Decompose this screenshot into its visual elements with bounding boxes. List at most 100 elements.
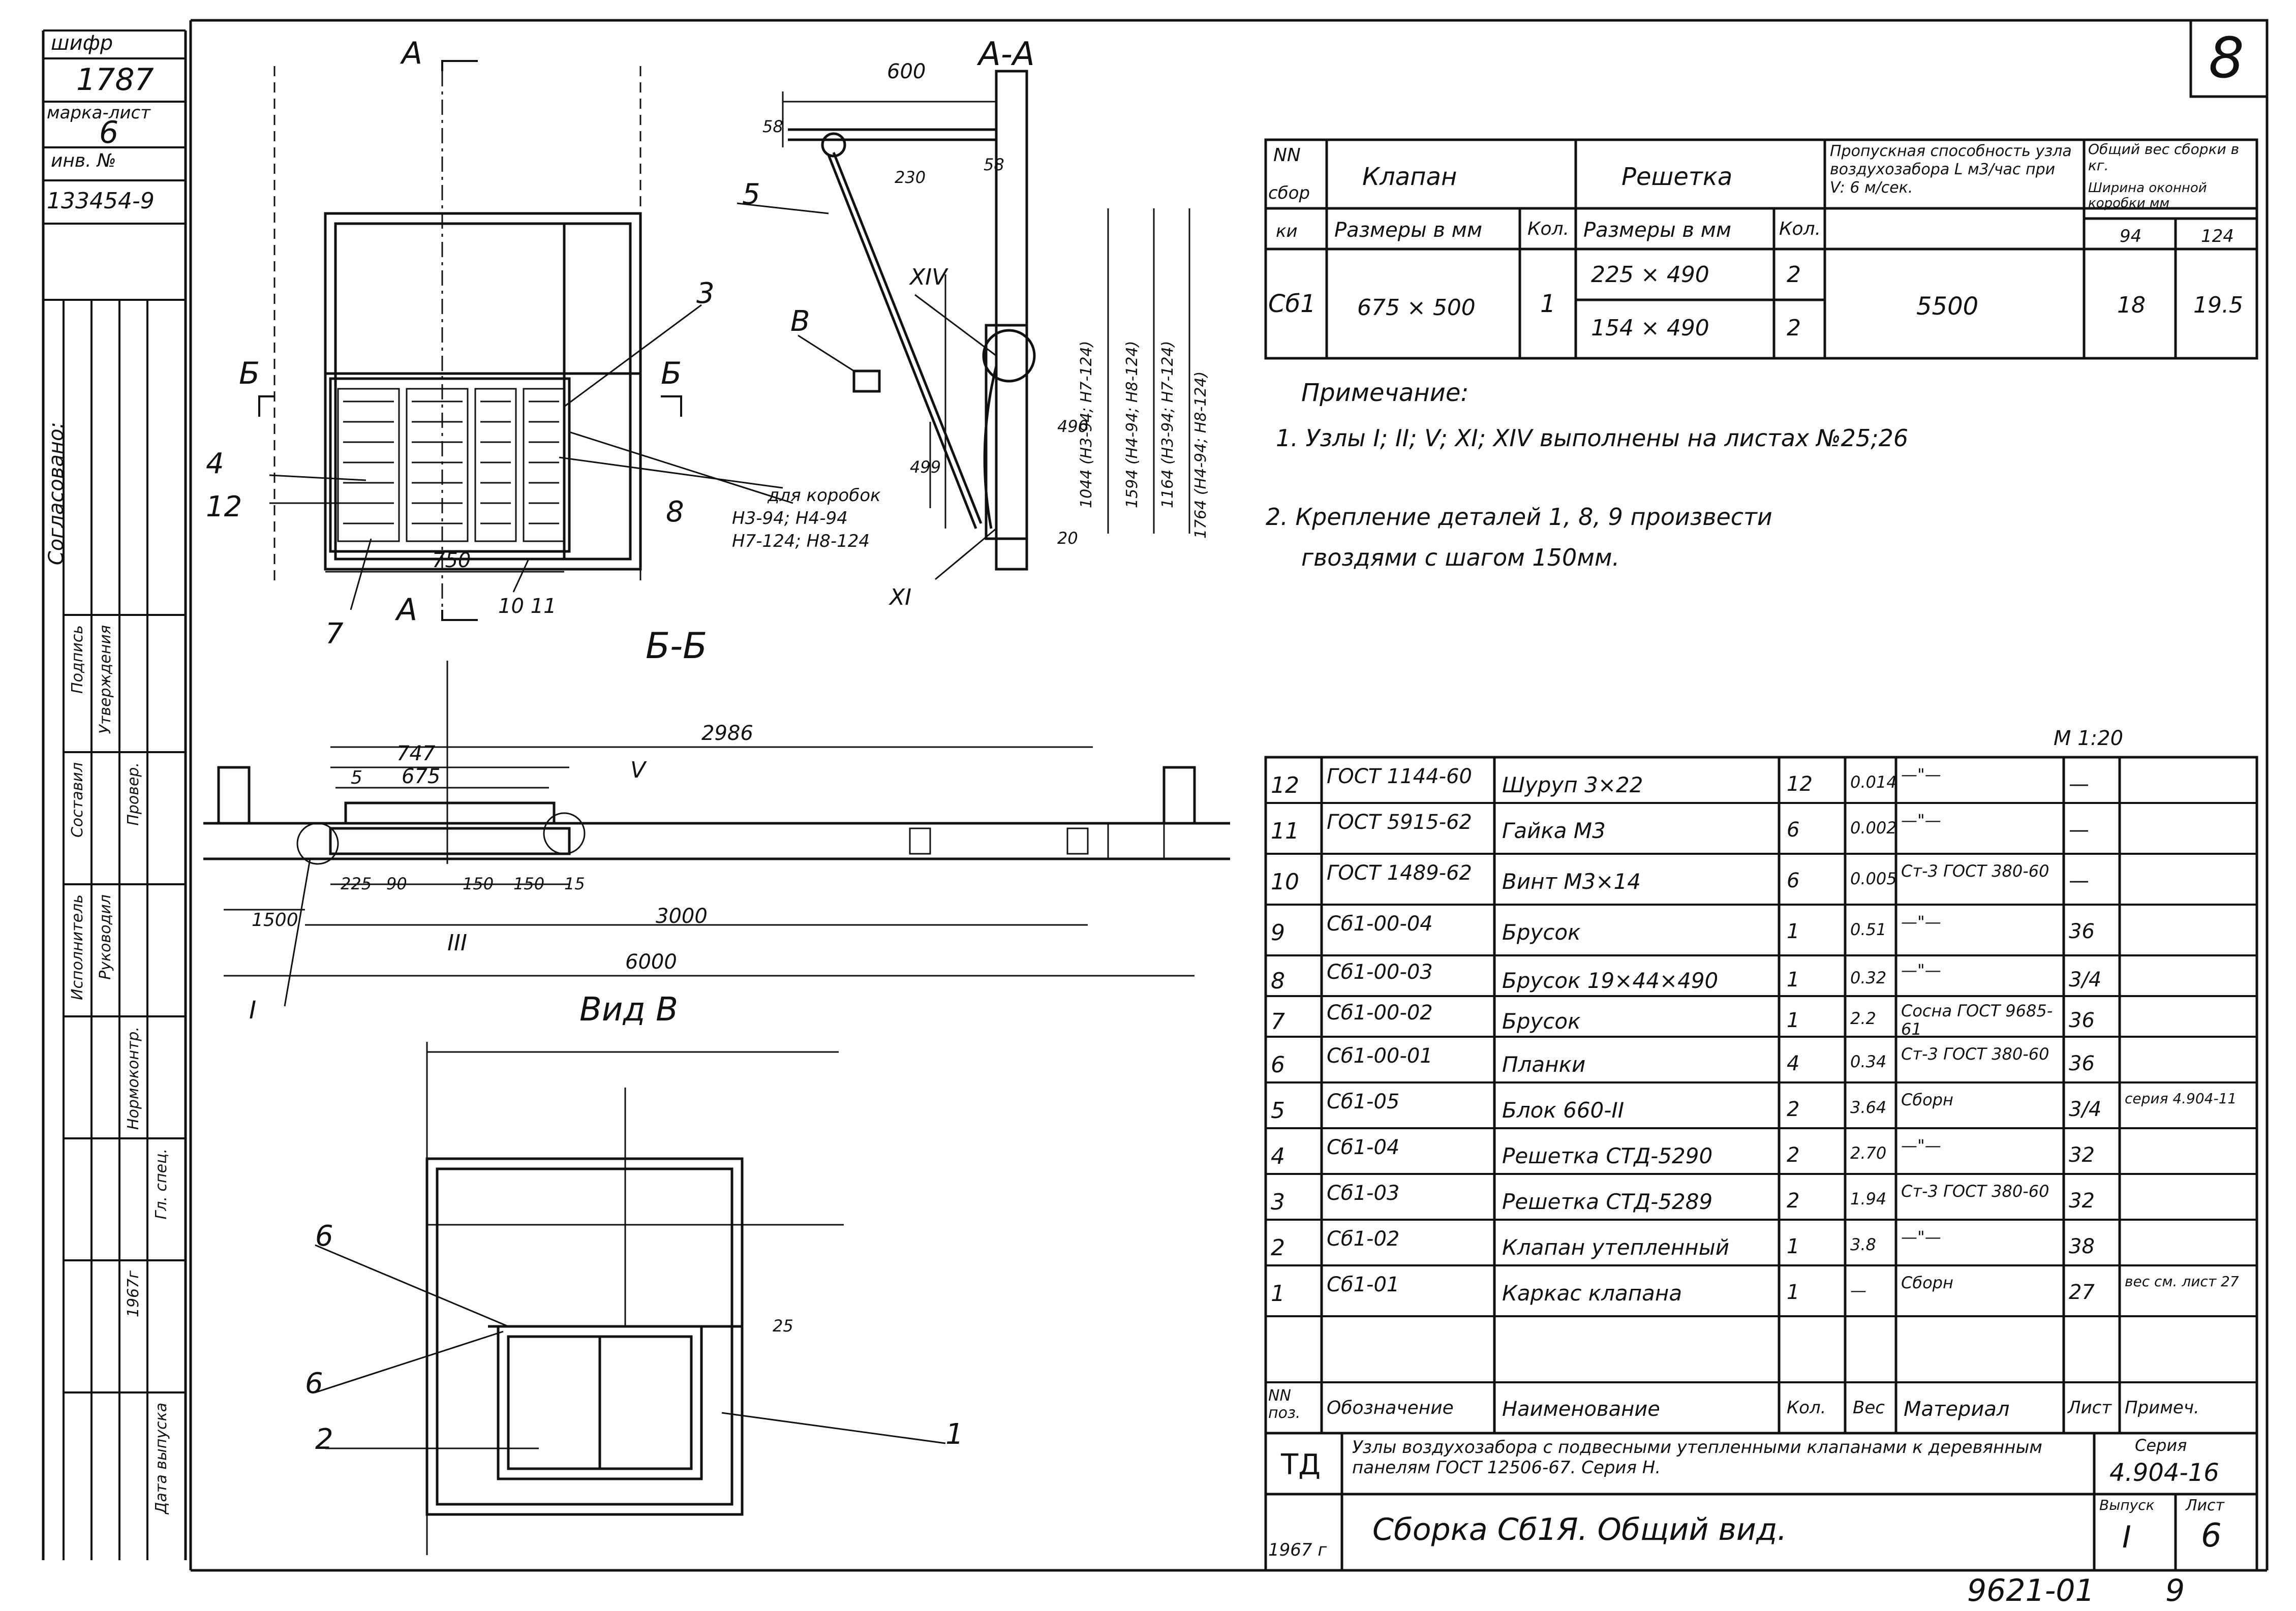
tb-sheet: 6 (2201, 1517, 2222, 1555)
bom-h-name: Наименование (1502, 1398, 1660, 1421)
bottom-page: 9 (2165, 1573, 2185, 1608)
bom-cell-code: ГОСТ 1144-60 (1327, 765, 1472, 788)
bom-cell-material: Сосна ГОСТ 9685-61 (1901, 1001, 2053, 1039)
callout-12: 12 (206, 490, 242, 523)
bom-cell-weight: 3.64 (1850, 1098, 1887, 1117)
bom-cell-code: ГОСТ 5915-62 (1327, 811, 1472, 834)
bom-cell-qty: 12 (1787, 772, 1813, 796)
approval-4: Руководил (97, 894, 114, 980)
bom-cell-weight: 0.002 (1850, 818, 1897, 838)
tt-grille-qty-1: 2 (1787, 262, 1801, 288)
callout-3: 3 (696, 277, 715, 310)
approval-8: Дата выпуска (152, 1403, 170, 1514)
bom-cell-pos: 12 (1271, 772, 1299, 798)
bom-cell-pos: 5 (1271, 1098, 1285, 1124)
bom-h-weight: Вес (1853, 1398, 1885, 1418)
bom-cell-qty: 4 (1787, 1052, 1800, 1075)
bom-cell-sheet: 3/4 (2069, 1098, 2102, 1121)
approval-5: Провер. (125, 762, 142, 826)
bom-cell-qty: 2 (1787, 1143, 1800, 1167)
bom-cell-name: Клапан утепленный (1502, 1235, 1730, 1260)
bom-cell-material: —"— (1901, 912, 1941, 932)
stamp-mark: 6 (99, 115, 119, 150)
tt-h-capacity: Пропускная способность узла воздухозабор… (1830, 142, 2072, 197)
stamp-cipher-label: шифр (51, 32, 113, 55)
bom-cell-pos: 9 (1271, 920, 1285, 946)
dim-150b: 150 (513, 874, 545, 893)
bom-cell-pos: 8 (1271, 968, 1285, 994)
dim-230: 230 (895, 168, 926, 187)
bom-cell-code: Сб1-00-01 (1327, 1044, 1433, 1068)
tt-h-nn: NN (1273, 145, 1301, 166)
callout-6: 6 (305, 1367, 323, 1400)
bom-cell-weight: 3.8 (1850, 1235, 1876, 1254)
callout-1: 1 (945, 1418, 964, 1451)
callout-2: 2 (315, 1423, 333, 1456)
tt-valve-size: 675 × 500 (1357, 295, 1476, 321)
bom-h-code: Обозначение (1327, 1398, 1454, 1418)
bom-cell-name: Шуруп 3×22 (1502, 772, 1643, 797)
dim-675: 675 (402, 765, 441, 788)
roman-i: I (249, 996, 257, 1025)
tt-h-grille: Решетка (1621, 163, 1733, 191)
roman-v: V (630, 757, 646, 783)
dim-20: 20 (1057, 529, 1078, 548)
bom-cell-sheet: 38 (2069, 1235, 2095, 1258)
tt-w94: 94 (2120, 226, 2142, 246)
bom-cell-sheet: 36 (2069, 1052, 2095, 1075)
stamp-inv-label: инв. № (51, 150, 116, 171)
bom-cell-material: Ст-3 ГОСТ 380-60 (1901, 861, 2049, 881)
dim-225: 225 (341, 874, 372, 893)
bom-cell-material: —"— (1901, 1136, 1941, 1155)
bom-h-note: Примеч. (2125, 1398, 2199, 1418)
tt-h-size: Размеры в мм (1334, 219, 1483, 242)
tt-h-qty: Кол. (1527, 219, 1570, 239)
tt-weight124: 19.5 (2193, 292, 2243, 318)
bom-cell-qty: 1 (1787, 1009, 1800, 1032)
bom-cell-sheet: — (2069, 869, 2089, 892)
bom-cell-weight: — (1850, 1281, 1866, 1300)
tb-issue: I (2122, 1520, 2131, 1555)
bom-cell-qty: 2 (1787, 1098, 1800, 1121)
dim-25: 25 (773, 1316, 793, 1336)
dim-1500: 1500 (252, 910, 298, 931)
box-note-3: Н7-124; Н8-124 (732, 531, 870, 551)
tt-h-size2: Размеры в мм (1583, 219, 1732, 242)
bom-cell-material: Сборн (1901, 1273, 1953, 1292)
dim-90: 90 (386, 874, 407, 893)
approval-0: Подпись (69, 625, 86, 694)
bom-cell-sheet: 27 (2069, 1281, 2095, 1304)
bom-cell-pos: 10 (1271, 869, 1299, 895)
approval-7: Гл. спец. (152, 1149, 170, 1220)
dim-2986: 2986 (701, 722, 753, 745)
bom-cell-material: Сборн (1901, 1090, 1953, 1109)
bom-cell-weight: 0.32 (1850, 968, 1887, 987)
dim-499: 499 (910, 457, 941, 477)
bom-cell-name: Решетка СТД-5290 (1502, 1143, 1713, 1168)
bom-cell-qty: 1 (1787, 1281, 1800, 1304)
bom-cell-material: —"— (1901, 811, 1941, 830)
tb-desc: Узлы воздухозабора с подвесными утепленн… (1352, 1437, 2042, 1478)
bom-cell-qty: 6 (1787, 818, 1800, 842)
tb-year: 1967 г (1268, 1540, 1327, 1560)
bom-cell-name: Брусок (1502, 920, 1581, 945)
bottom-code: 9621-01 (1967, 1573, 2095, 1608)
bom-cell-sheet: — (2069, 818, 2089, 842)
bom-cell-pos: 2 (1271, 1235, 1285, 1261)
bom-cell-name: Каркас клапана (1502, 1281, 1682, 1306)
bom-cell-name: Гайка М3 (1502, 818, 1606, 843)
tt-h-qty2: Кол. (1779, 219, 1821, 239)
bom-cell-name: Блок 660-II (1502, 1098, 1625, 1123)
bom-cell-code: Сб1-05 (1327, 1090, 1400, 1113)
bom-cell-qty: 2 (1787, 1189, 1800, 1213)
bom-cell-sheet: 32 (2069, 1143, 2095, 1167)
dim-5: 5 (351, 767, 362, 788)
bom-cell-code: Сб1-02 (1327, 1227, 1400, 1251)
tt-valve-qty: 1 (1540, 290, 1556, 318)
tt-h-weight: Общий вес сборки в кг. (2088, 141, 2240, 174)
notes-line-3: гвоздями с шагом 150мм. (1301, 544, 1620, 571)
bom-cell-weight: 2.70 (1850, 1143, 1887, 1163)
box-note-2: Н3-94; Н4-94 (732, 508, 848, 529)
mark-b-right: Б (661, 356, 682, 391)
